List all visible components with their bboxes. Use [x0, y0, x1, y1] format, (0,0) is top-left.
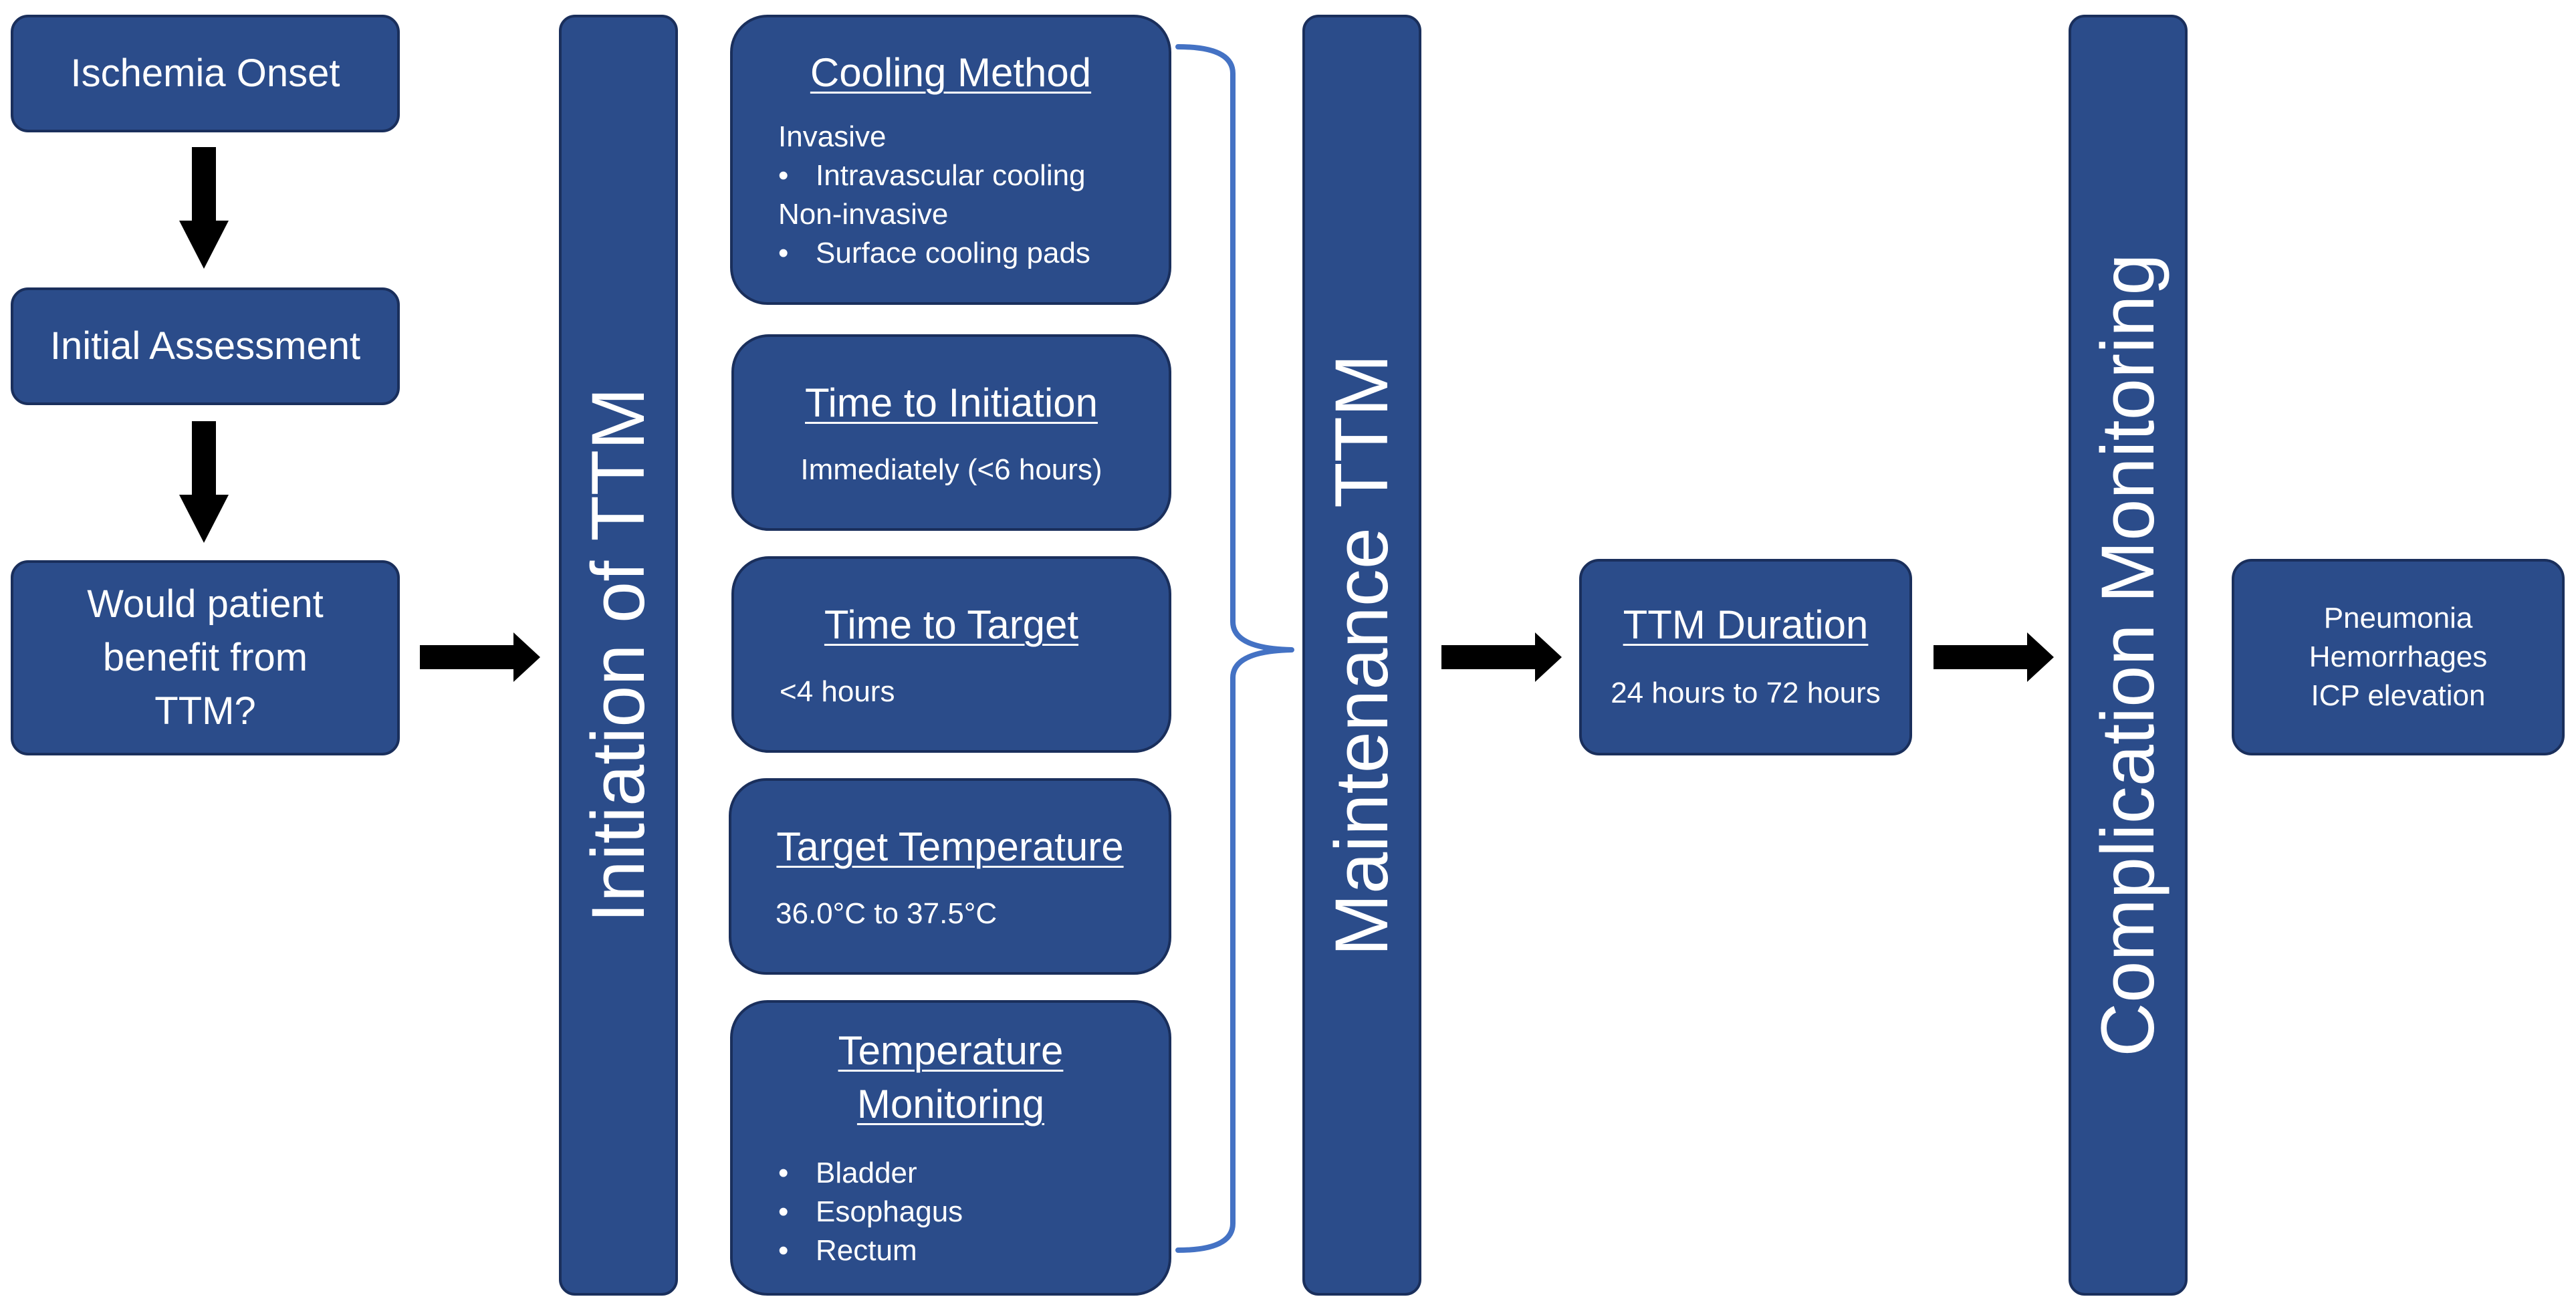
list-item: Surface cooling pads: [778, 234, 1159, 273]
target-temperature-card: Target Temperature 36.0°C to 37.5°C: [729, 778, 1171, 975]
curly-brace-icon: [1175, 44, 1294, 1253]
ischemia-onset-box: Ischemia Onset: [11, 15, 400, 132]
complication-item-pneumonia: Pneumonia: [2323, 602, 2473, 634]
target-temperature-value: 36.0°C to 37.5°C: [776, 897, 998, 930]
ttm-duration-title: TTM Duration: [1623, 602, 1869, 647]
initiation-phase-bar: Initiation of TTM: [559, 15, 678, 1296]
cooling-method-card: Cooling Method Invasive Intravascular co…: [730, 15, 1171, 305]
time-to-initiation-card: Time to Initiation Immediately (<6 hours…: [731, 334, 1171, 531]
complication-item-icp-elevation: ICP elevation: [2311, 679, 2486, 712]
right-arrow-icon: [1441, 632, 1562, 682]
temperature-monitoring-title: Temperature Monitoring: [733, 1024, 1169, 1131]
target-temperature-title: Target Temperature: [776, 824, 1124, 869]
ttm-duration-box: TTM Duration 24 hours to 72 hours: [1579, 559, 1912, 755]
question-line-2: benefit from: [102, 635, 308, 679]
time-to-target-value: <4 hours: [780, 675, 895, 708]
invasive-list: Intravascular cooling: [778, 156, 1159, 195]
cooling-method-title: Cooling Method: [810, 50, 1092, 95]
complications-box: Pneumonia Hemorrhages ICP elevation: [2232, 559, 2565, 755]
ttm-benefit-question-box: Would patient benefit from TTM?: [11, 560, 400, 755]
list-item: Rectum: [778, 1231, 1153, 1270]
list-item: Intravascular cooling: [778, 156, 1159, 195]
temperature-monitoring-title-line-1: Temperature: [838, 1028, 1064, 1073]
time-to-initiation-value: Immediately (<6 hours): [800, 453, 1102, 486]
question-line-3: TTM?: [154, 689, 256, 733]
monitoring-sites-list: Bladder Esophagus Rectum: [778, 1154, 1153, 1270]
right-arrow-icon: [1934, 632, 2054, 682]
initial-assessment-label: Initial Assessment: [49, 324, 361, 368]
maintenance-phase-bar: Maintenance TTM: [1302, 15, 1421, 1296]
list-item: Esophagus: [778, 1193, 1153, 1231]
temperature-monitoring-title-line-2: Monitoring: [856, 1082, 1045, 1126]
time-to-target-title: Time to Target: [824, 602, 1079, 647]
initial-assessment-box: Initial Assessment: [11, 287, 400, 405]
complication-item-hemorrhages: Hemorrhages: [2309, 640, 2488, 673]
question-line-1: Would patient: [87, 582, 324, 626]
right-arrow-icon: [420, 632, 540, 682]
down-arrow-icon: [179, 147, 229, 269]
temperature-monitoring-card: Temperature Monitoring Bladder Esophagus…: [730, 1000, 1171, 1296]
invasive-label: Invasive: [778, 120, 887, 153]
cooling-method-details: Invasive Intravascular cooling Non-invas…: [778, 118, 1159, 273]
time-to-target-card: Time to Target <4 hours: [731, 556, 1171, 753]
time-to-initiation-title: Time to Initiation: [805, 380, 1098, 425]
complication-phase-bar: Complication Monitoring: [2069, 15, 2188, 1296]
ischemia-onset-label: Ischemia Onset: [70, 51, 340, 95]
ttm-duration-value: 24 hours to 72 hours: [1611, 677, 1881, 709]
down-arrow-icon: [179, 421, 229, 543]
noninvasive-list: Surface cooling pads: [778, 234, 1159, 273]
list-item: Bladder: [778, 1154, 1153, 1193]
noninvasive-label: Non-invasive: [778, 198, 949, 231]
